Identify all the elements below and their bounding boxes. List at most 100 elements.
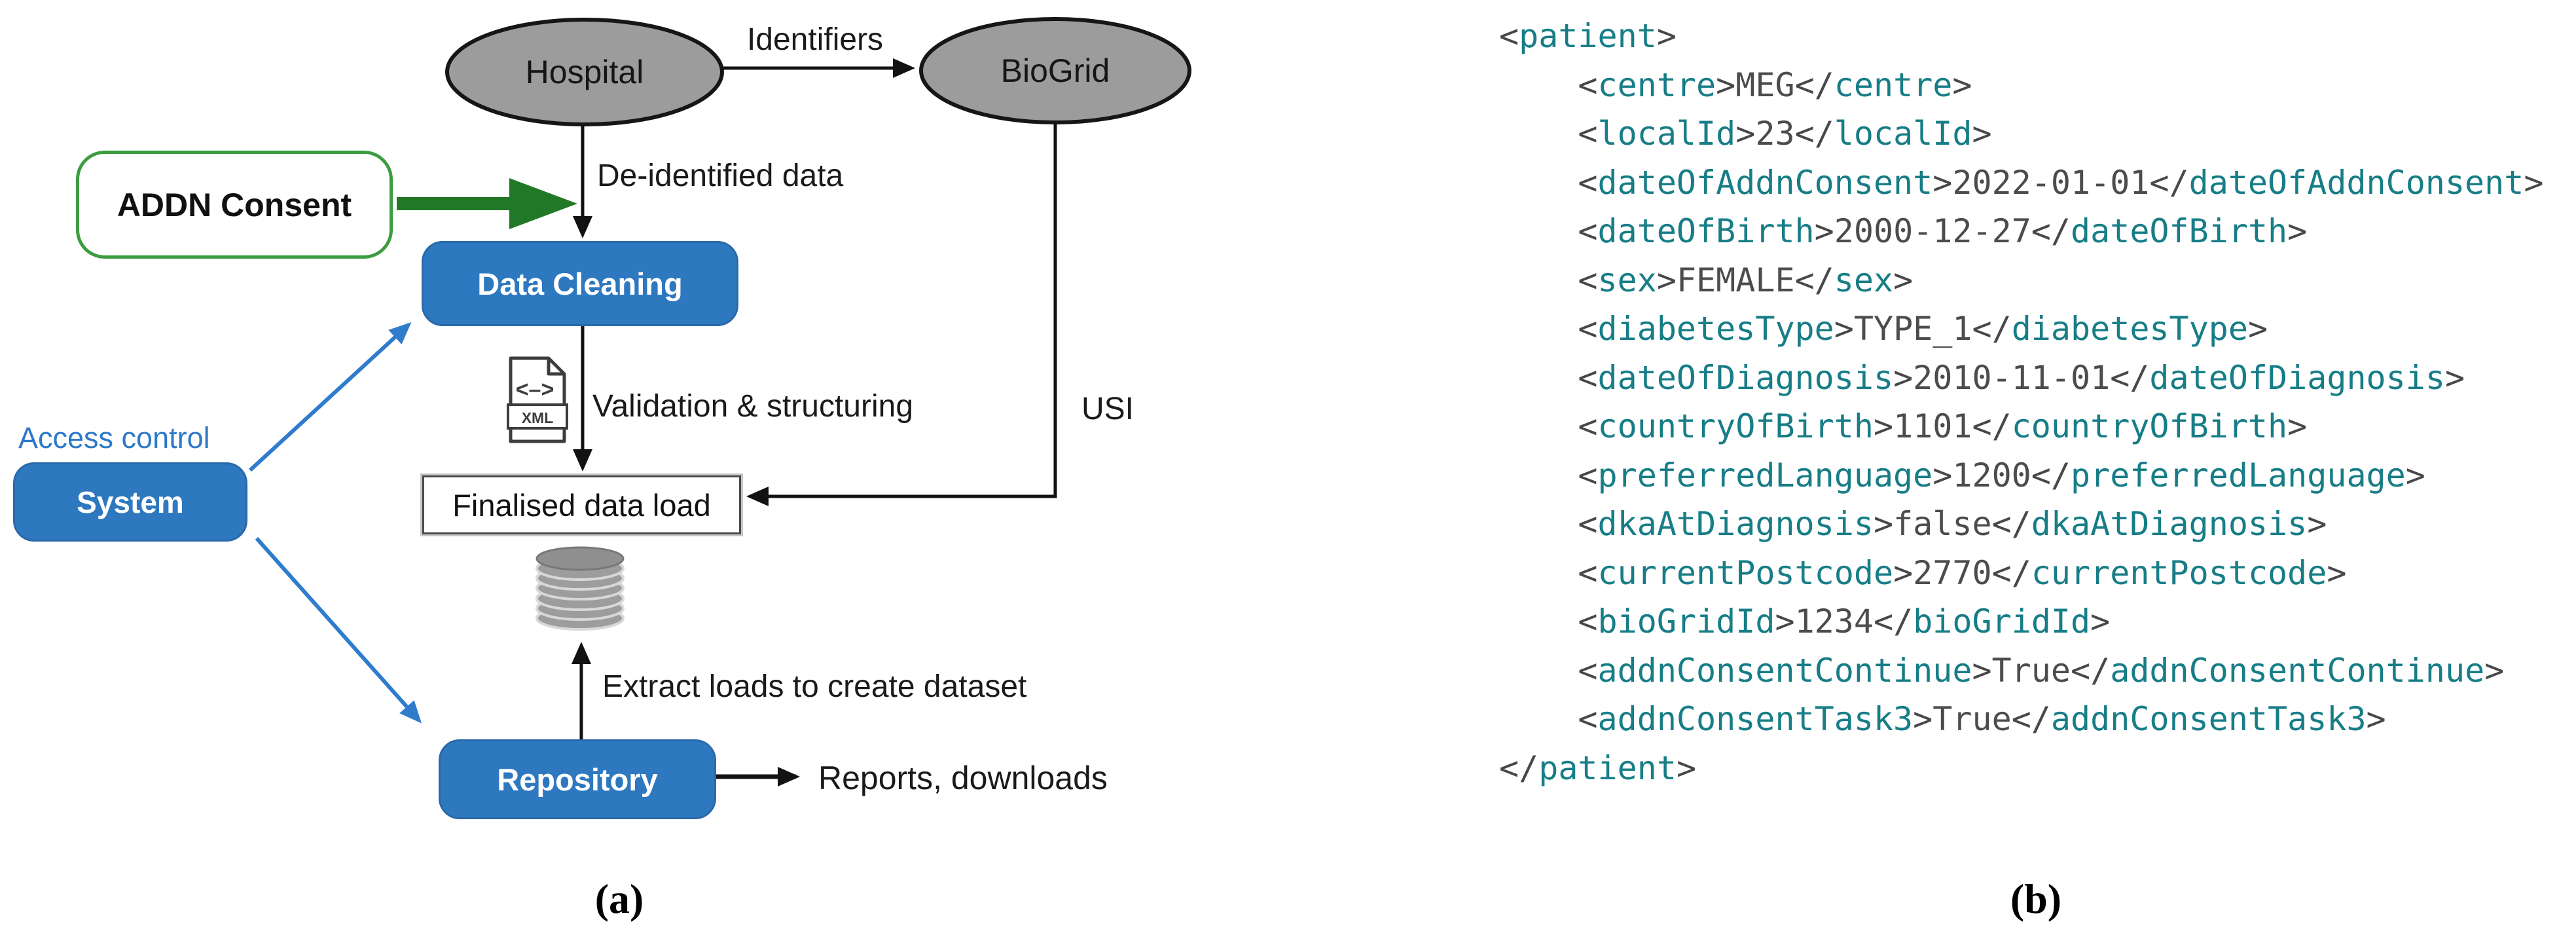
label-reports-downloads: Reports, downloads xyxy=(818,760,1108,796)
code-punct: < xyxy=(1578,456,1598,494)
hospital-label: Hospital xyxy=(525,54,644,90)
xml-icon-glyph: <–> xyxy=(516,377,554,402)
code-punct: > xyxy=(1893,261,1914,299)
code-tag: dkaAtDiagnosis xyxy=(2031,505,2308,543)
code-punct: > xyxy=(1932,163,1953,202)
code-punct: </ xyxy=(1991,505,2031,543)
code-punct: < xyxy=(1578,700,1598,738)
code-punct: > xyxy=(2090,602,2111,640)
code-punct: > xyxy=(1952,65,1972,104)
code-punct: > xyxy=(1735,115,1756,153)
code-tag: addnConsentContinue xyxy=(1597,651,1972,690)
code-tag: dateOfDiagnosis xyxy=(2149,358,2445,397)
code-value: 2010-11-01 xyxy=(1913,358,2111,397)
node-hospital: Hospital xyxy=(447,20,722,124)
code-line: <currentPostcode>2770</currentPostcode> xyxy=(1499,549,2543,598)
code-line: </patient> xyxy=(1499,744,2543,793)
code-punct: < xyxy=(1578,163,1598,202)
code-value: True xyxy=(1932,700,2012,738)
code-punct: > xyxy=(2444,358,2465,397)
code-line: <bioGridId>1234</bioGridId> xyxy=(1499,597,2543,646)
code-tag: countryOfBirth xyxy=(2011,407,2288,445)
code-punct: > xyxy=(1814,212,1834,250)
code-tag: dateOfAddnConsent xyxy=(1597,163,1933,202)
code-value: 23 xyxy=(1755,115,1795,153)
code-tag: localId xyxy=(1834,115,1972,153)
code-tag: countryOfBirth xyxy=(1597,407,1874,445)
code-punct: </ xyxy=(1991,553,2031,592)
code-punct: > xyxy=(2327,553,2347,592)
code-punct: > xyxy=(2247,310,2268,348)
biogrid-label: BioGrid xyxy=(1000,52,1110,89)
code-tag: sex xyxy=(1597,261,1657,299)
code-punct: < xyxy=(1578,651,1598,690)
code-punct: </ xyxy=(2031,456,2071,494)
code-punct: </ xyxy=(2149,163,2189,202)
addn-consent-label: ADDN Consent xyxy=(117,186,352,223)
arrow-biogrid-to-finalised xyxy=(746,122,1057,506)
database-icon xyxy=(535,546,625,631)
code-punct: > xyxy=(1873,505,1894,543)
code-punct: < xyxy=(1578,553,1598,592)
code-tag: bioGridId xyxy=(1913,602,2091,640)
code-line: <dateOfBirth>2000-12-27</dateOfBirth> xyxy=(1499,207,2543,256)
arrow-system-to-datacleaning xyxy=(248,322,412,472)
code-punct: </ xyxy=(1873,602,1914,640)
code-tag: dkaAtDiagnosis xyxy=(1597,505,1874,543)
code-value: 1101 xyxy=(1893,407,1972,445)
code-tag: localId xyxy=(1597,115,1736,153)
code-punct: > xyxy=(2287,407,2308,445)
node-system: System xyxy=(13,462,247,542)
code-punct: </ xyxy=(2110,358,2150,397)
code-punct: </ xyxy=(1972,407,2012,445)
repository-label: Repository xyxy=(497,762,658,797)
code-punct: </ xyxy=(1794,65,1834,104)
code-punct: < xyxy=(1578,261,1598,299)
code-punct: > xyxy=(1972,115,1992,153)
code-punct: < xyxy=(1578,505,1598,543)
code-punct: > xyxy=(1893,553,1914,592)
code-punct: > xyxy=(2484,651,2505,690)
label-usi: USI xyxy=(1081,392,1134,426)
code-line: <localId>23</localId> xyxy=(1499,109,2543,158)
code-punct: < xyxy=(1578,602,1598,640)
code-tag: patient xyxy=(1538,749,1677,787)
system-label: System xyxy=(77,485,184,519)
code-punct: > xyxy=(1716,65,1736,104)
node-addn-consent: ADDN Consent xyxy=(76,151,393,259)
label-access-control: Access control xyxy=(18,421,210,454)
code-value: 2022-01-01 xyxy=(1952,163,2150,202)
code-tag: currentPostcode xyxy=(1597,553,1894,592)
code-punct: </ xyxy=(1499,749,1539,787)
code-tag: bioGridId xyxy=(1597,602,1775,640)
code-tag: dateOfBirth xyxy=(1597,212,1815,250)
data-cleaning-label: Data Cleaning xyxy=(477,266,683,301)
code-punct: </ xyxy=(1972,310,2012,348)
code-punct: > xyxy=(1972,651,1992,690)
code-line: <addnConsentTask3>True</addnConsentTask3… xyxy=(1499,695,2543,744)
code-punct: > xyxy=(1834,310,1854,348)
code-value: 2000-12-27 xyxy=(1834,212,2031,250)
code-line: <sex>FEMALE</sex> xyxy=(1499,256,2543,305)
code-punct: > xyxy=(2307,505,2327,543)
code-value: 2770 xyxy=(1913,553,1992,592)
code-tag: addnConsentContinue xyxy=(2110,651,2485,690)
code-tag: dateOfDiagnosis xyxy=(1597,358,1894,397)
code-punct: < xyxy=(1578,358,1598,397)
code-punct: < xyxy=(1578,65,1598,104)
green-consent-arrow xyxy=(397,178,577,229)
code-punct: > xyxy=(1775,602,1795,640)
code-punct: > xyxy=(1656,17,1677,55)
code-line: <dateOfAddnConsent>2022-01-01</dateOfAdd… xyxy=(1499,158,2543,208)
code-value: 1200 xyxy=(1952,456,2031,494)
code-line: <patient> xyxy=(1499,12,2543,61)
code-tag: dateOfBirth xyxy=(2071,212,2288,250)
label-deidentified-data: De-identified data xyxy=(597,158,844,193)
code-value: True xyxy=(1991,651,2071,690)
code-punct: > xyxy=(2524,163,2544,202)
code-punct: < xyxy=(1578,407,1598,445)
code-line: <addnConsentContinue>True</addnConsentCo… xyxy=(1499,646,2543,695)
xml-file-icon: <–> XML xyxy=(507,356,568,443)
